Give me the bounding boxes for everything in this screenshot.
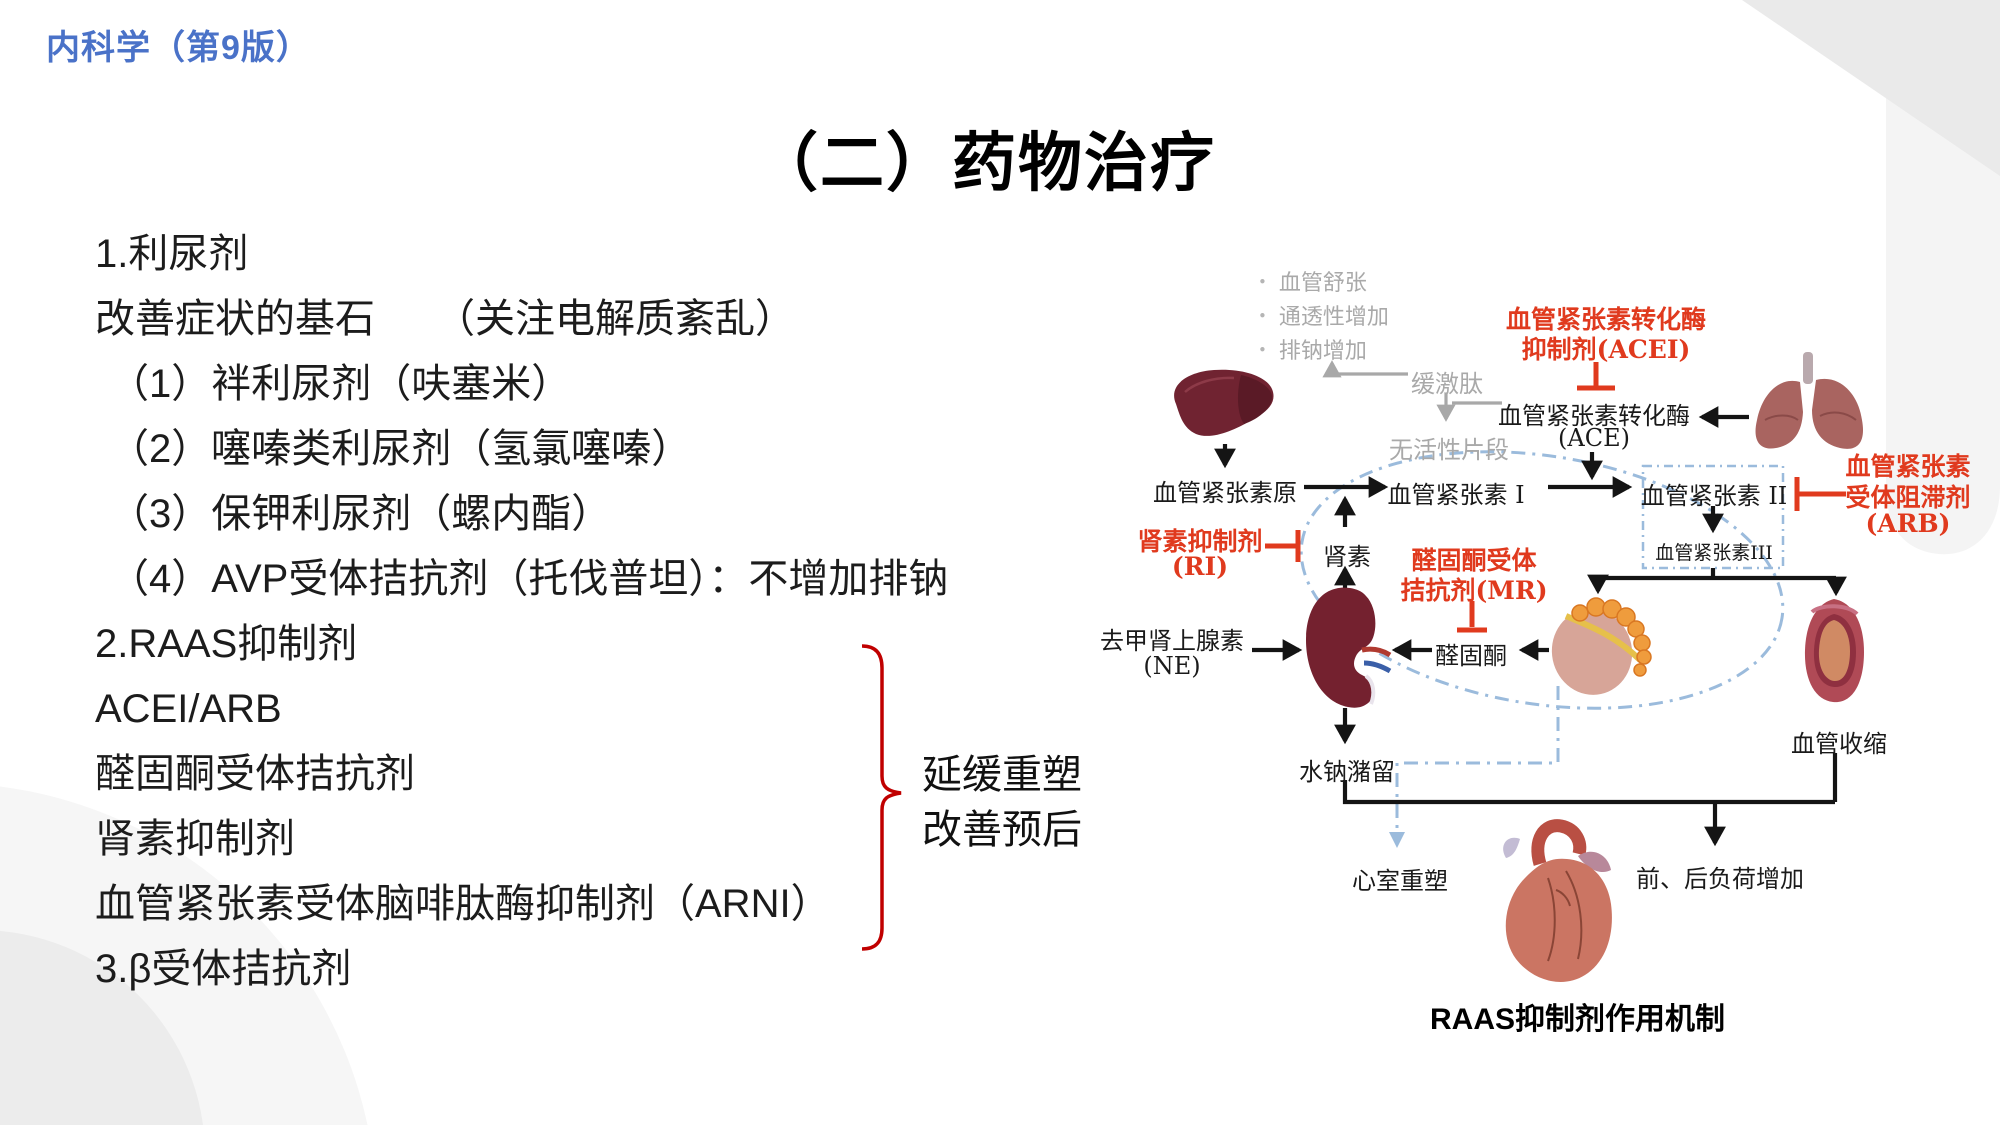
remodeling-arrowhead xyxy=(1389,832,1405,848)
heart-icon xyxy=(1503,819,1612,982)
corner-decoration-bottom-left xyxy=(0,786,368,1125)
angiotensin2-dashed-box xyxy=(1641,464,1785,570)
list-item: 1.利尿剂 xyxy=(95,232,249,276)
list-item: 血管紧张素受体脑啡肽酶抑制剂（ARNI） xyxy=(95,882,831,926)
label-arb-line2: 受体阻滞剂 xyxy=(1845,483,1971,512)
liver-icon xyxy=(1174,369,1274,436)
label-angiotensin2: 血管紧张素 II xyxy=(1640,482,1788,510)
arb-inhibition-icon xyxy=(1794,477,1846,511)
label-mr-line1: 醛固酮受体 xyxy=(1411,546,1537,575)
list-item: ACEI/ARB xyxy=(95,687,282,731)
label-norepinephrine-line2: (NE) xyxy=(1143,652,1201,680)
blood-vessel-icon xyxy=(1804,599,1864,703)
list-item: （3）保钾利尿剂（螺内酯） xyxy=(109,492,612,536)
course-header: 内科学（第9版） xyxy=(46,29,311,67)
label-norepinephrine-line1: 去甲肾上腺素 xyxy=(1100,627,1244,655)
list-item: 肾素抑制剂 xyxy=(95,817,295,861)
label-ace-line2: (ACE) xyxy=(1558,424,1630,452)
effect-item: 排钠增加 xyxy=(1258,334,1389,368)
list-item: 3.β受体拮抗剂 xyxy=(95,947,352,991)
mr-inhibition-icon xyxy=(1457,601,1487,633)
list-item: （1）袢利尿剂（呋塞米） xyxy=(109,362,572,406)
effect-item: 血管舒张 xyxy=(1258,266,1389,300)
effect-item: 通透性增加 xyxy=(1258,300,1389,334)
diagram-caption: RAAS抑制剂作用机制 xyxy=(1430,1003,1726,1036)
drug-outline-list: 1.利尿剂 改善症状的基石 （关注电解质紊乱） （1）袢利尿剂（呋塞米） （2）… xyxy=(95,222,948,1002)
group-bracket xyxy=(861,644,902,951)
label-aldosterone: 醛固酮 xyxy=(1435,642,1507,670)
acei-inhibition-icon xyxy=(1577,362,1615,391)
label-arb-line1: 血管紧张素 xyxy=(1845,452,1971,481)
list-item: 2.RAAS抑制剂 xyxy=(95,622,358,666)
label-angiotensinogen: 血管紧张素原 xyxy=(1153,479,1297,507)
adrenal-gland-icon xyxy=(1551,597,1652,695)
label-ventricular-remodeling: 心室重塑 xyxy=(1352,867,1448,895)
label-mr-line2: 拮抗剂(MR) xyxy=(1400,576,1548,605)
label-ri-line1: 肾素抑制剂 xyxy=(1137,527,1263,556)
list-item: （2）噻嗪类利尿剂（氢氯噻嗪） xyxy=(109,427,692,471)
page-title: （二）药物治疗 xyxy=(754,127,1216,199)
label-acei-line1: 血管紧张素转化酶 xyxy=(1505,305,1707,334)
label-arb-line3: (ARB) xyxy=(1865,509,1951,538)
label-load-increase: 前、后负荷增加 xyxy=(1636,865,1804,893)
label-inactive-fragment: 无活性片段 xyxy=(1389,436,1509,464)
list-item: 改善症状的基石 （关注电解质紊乱） xyxy=(95,297,795,341)
list-item: （4）AVP受体拮抗剂（托伐普坦）：不增加排钠 xyxy=(109,557,949,601)
kidney-icon xyxy=(1306,587,1392,708)
label-angiotensin1: 血管紧张素 I xyxy=(1387,481,1525,509)
label-ri-line2: (RI) xyxy=(1171,552,1229,581)
bracket-note-line2: 改善预后 xyxy=(922,808,1082,852)
ri-inhibition-icon xyxy=(1265,530,1301,562)
bradykinin-effects-list: 血管舒张 通透性增加 排钠增加 xyxy=(1258,266,1389,368)
label-water-sodium-retention: 水钠潴留 xyxy=(1299,758,1395,786)
label-angiotensin3: 血管紧张素III xyxy=(1655,542,1773,564)
list-item: 醛固酮受体拮抗剂 xyxy=(95,752,415,796)
label-acei-line2: 抑制剂(ACEI) xyxy=(1521,335,1691,364)
lungs-icon xyxy=(1755,352,1864,449)
remodeling-dashed-connector xyxy=(1395,686,1560,830)
bracket-note-line1: 延缓重塑 xyxy=(922,753,1082,797)
corner-decoration-top-right xyxy=(1742,0,2000,555)
label-ace-line1: 血管紧张素转化酶 xyxy=(1498,402,1690,430)
label-renin: 肾素 xyxy=(1323,543,1371,571)
inhibition-symbols xyxy=(1265,362,1846,633)
raas-loop-ellipse xyxy=(1299,450,1785,830)
label-vasoconstriction: 血管收缩 xyxy=(1791,730,1887,758)
flow-arrows xyxy=(1214,406,1847,847)
label-bradykinin: 缓激肽 xyxy=(1411,370,1483,398)
